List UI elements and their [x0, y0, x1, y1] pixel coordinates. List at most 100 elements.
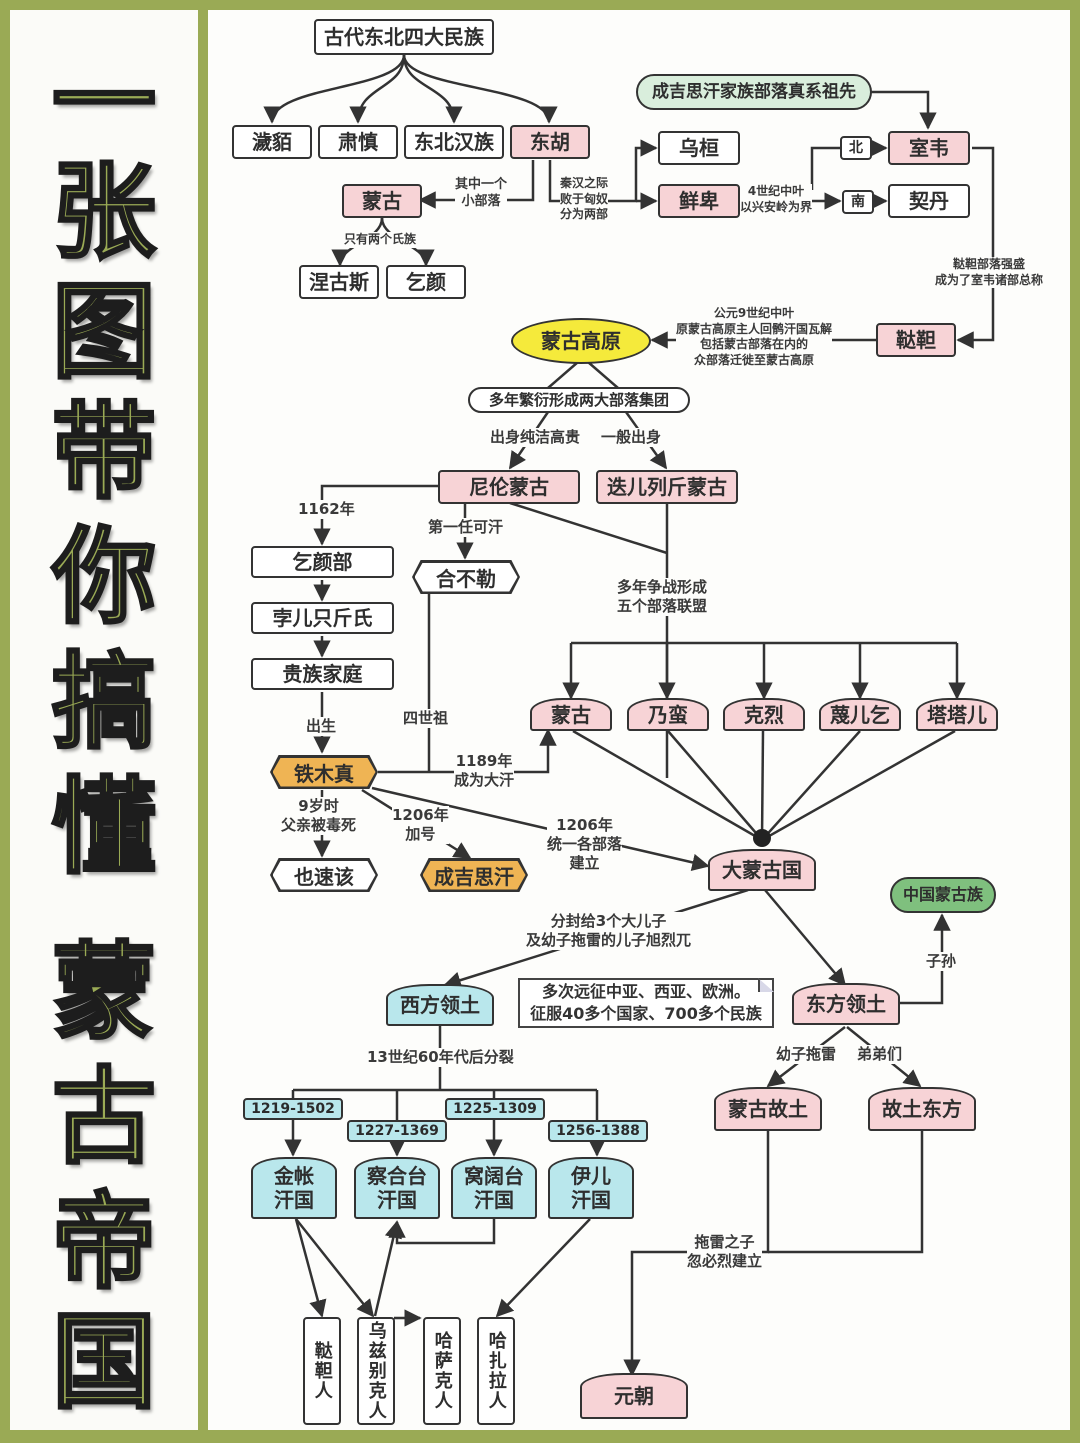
expedition-note: 多次远征中亚、西亚、欧洲。 征服40多个国家、700多个民族 [518, 978, 774, 1028]
khanate-years: 1256-1388 [548, 1120, 648, 1142]
node-great-mongol-state: 大蒙古国 [708, 849, 816, 891]
node-chagatai-khanate: 察合台 汗国 [354, 1157, 440, 1219]
label-one-small-tribe: 其中一个 小部落 [455, 177, 508, 211]
node-east-homeland: 故土东方 [868, 1087, 976, 1131]
node-two-groups: 多年繁衍形成两大部落集团 [468, 387, 690, 413]
node-mongolian-plateau: 蒙古高原 [511, 318, 651, 364]
node-people-uzbek: 乌兹别克人 [357, 1317, 395, 1425]
title-char: 你 [50, 516, 157, 638]
node-mongol-homeland: 蒙古故土 [714, 1087, 822, 1131]
root-node: 古代东北四大民族 [314, 19, 494, 55]
label-fourth-century: 4世纪中叶 以兴安岭为界 [740, 184, 813, 216]
title-char: 一 [50, 41, 157, 163]
khanate-suffix: 汗国 [571, 1188, 611, 1212]
node-east-land: 东方领土 [792, 983, 900, 1025]
node-genghis-khan-label: 成吉思汗 [422, 860, 526, 890]
label-born: 出生 [306, 717, 337, 736]
node-noble-family: 贵族家庭 [251, 658, 394, 690]
node-niru-mongol: 尼伦蒙古 [438, 470, 580, 504]
title-char: 古 [50, 1056, 157, 1178]
node-nieguse: 涅古斯 [299, 265, 379, 299]
node-tribe-kereit: 克烈 [723, 698, 805, 731]
node-dongbei-han: 东北汉族 [404, 125, 504, 159]
node-ogedei-khanate: 窝阔台 汗国 [451, 1157, 537, 1219]
label-brothers: 弟弟们 [857, 1045, 903, 1064]
node-south: 南 [842, 190, 874, 214]
node-dierliejin-mongol: 迭儿列斤蒙古 [596, 470, 738, 504]
label-year-1162: 1162年 [298, 500, 355, 519]
khanate-suffix: 汗国 [474, 1188, 514, 1212]
label-first-khan: 第一任可汗 [428, 518, 504, 537]
khanate-name: 察合台 [367, 1164, 427, 1188]
label-year-1206-unify: 1206年 统一各部落 建立 [547, 816, 623, 873]
node-huimo: 濊貊 [232, 125, 312, 159]
khanate-name: 伊儿 [571, 1164, 611, 1188]
node-qidan: 契丹 [888, 184, 970, 218]
node-tribe-merkit: 蔑儿乞 [819, 698, 901, 731]
node-xianbei: 鲜卑 [658, 184, 740, 218]
node-tribe-menggu: 蒙古 [530, 698, 612, 731]
node-ilkhanate: 伊儿 汗国 [548, 1157, 634, 1219]
label-qin-han: 秦汉之际 败于匈奴 分为两部 [560, 176, 609, 223]
node-yesugei-label: 也速该 [272, 860, 376, 890]
label-noble-origin: 出身纯洁高贵 [490, 428, 581, 447]
label-split-1260s: 13世纪60年代后分裂 [367, 1048, 514, 1067]
node-donghu: 东胡 [510, 125, 590, 159]
node-khabul: 合不勒 [412, 560, 520, 594]
title-panel: 一 张 图 带 你 搞 懂 蒙 古 帝 国 [10, 10, 198, 1430]
khanate-name: 窝阔台 [464, 1164, 524, 1188]
label-only-two-clans: 只有两个氏族 [344, 232, 417, 248]
node-shiwei: 室韦 [888, 131, 970, 165]
title-char: 帝 [50, 1181, 157, 1303]
title-char: 带 [50, 391, 157, 513]
node-people-hazara: 哈扎拉人 [477, 1317, 515, 1425]
khanate-suffix: 汗国 [377, 1188, 417, 1212]
node-chinese-mongol: 中国蒙古族 [890, 877, 996, 913]
node-yesugei: 也速该 [270, 858, 378, 892]
node-people-kazakh: 哈萨克人 [423, 1317, 461, 1425]
label-year-1189: 1189年 成为大汗 [454, 752, 515, 790]
label-year-1206-title: 1206年 加号 [392, 806, 449, 844]
khanate-suffix: 汗国 [274, 1188, 314, 1212]
label-age-nine: 9岁时 父亲被毒死 [281, 797, 357, 835]
expedition-note-text: 多次远征中亚、西亚、欧洲。 征服40多个国家、700多个民族 [530, 982, 762, 1023]
label-common-origin: 一般出身 [601, 428, 662, 447]
node-people-tatar: 鞑靼人 [303, 1317, 341, 1425]
title-char: 蒙 [50, 931, 157, 1053]
node-qiyan-tribe: 乞颜部 [251, 546, 394, 578]
title-char: 国 [50, 1301, 157, 1423]
node-north: 北 [840, 136, 872, 160]
khanate-years: 1225-1309 [445, 1098, 545, 1120]
title-char: 图 [50, 271, 157, 393]
label-five-alliances: 多年争战形成 五个部落联盟 [617, 578, 708, 616]
title-char: 搞 [50, 641, 157, 763]
node-wuhuan: 乌桓 [658, 131, 740, 165]
node-yuan-dynasty: 元朝 [580, 1373, 688, 1419]
label-dada-strong: 鞑靼部落强盛 成为了室韦诸部总称 [935, 257, 1044, 289]
node-qiyan: 乞颜 [386, 265, 466, 299]
label-youngest-tolui: 幼子拖雷 [776, 1045, 837, 1064]
node-tribe-naiman: 乃蛮 [627, 698, 709, 731]
node-borjigin: 孛儿只斤氏 [251, 602, 394, 634]
node-golden-horde: 金帐 汗国 [251, 1157, 337, 1219]
label-enfeoff: 分封给3个大儿子 及幼子拖雷的儿子旭烈兀 [526, 912, 692, 950]
label-great-great-grandfather: 四世祖 [403, 709, 449, 728]
node-west-land: 西方领土 [386, 984, 494, 1026]
node-ancestor: 成吉思汗家族部落真系祖先 [636, 74, 872, 110]
khanate-years: 1219-1502 [243, 1098, 343, 1120]
label-kublai: 拖雷之子 忽必烈建立 [687, 1233, 763, 1271]
title-char: 张 [50, 151, 157, 273]
khanate-years: 1227-1369 [347, 1120, 447, 1142]
note-fold-corner [758, 978, 774, 992]
node-tribe-tatar: 塔塔儿 [916, 698, 998, 731]
node-dada: 鞑靼 [876, 323, 956, 357]
title-char: 懂 [50, 766, 157, 888]
khanate-name: 金帐 [274, 1164, 314, 1188]
node-khabul-label: 合不勒 [414, 562, 518, 592]
node-temujin: 铁木真 [270, 755, 378, 789]
node-genghis-khan: 成吉思汗 [420, 858, 528, 892]
node-sushen: 肃慎 [318, 125, 398, 159]
node-menggu-small: 蒙古 [342, 184, 422, 218]
label-descendants: 子孙 [926, 952, 957, 971]
label-ninth-century: 公元9世纪中叶 原蒙古高原主人回鹘汗国瓦解 包括蒙古部落在内的 众部落迁徙至蒙古… [676, 306, 833, 369]
